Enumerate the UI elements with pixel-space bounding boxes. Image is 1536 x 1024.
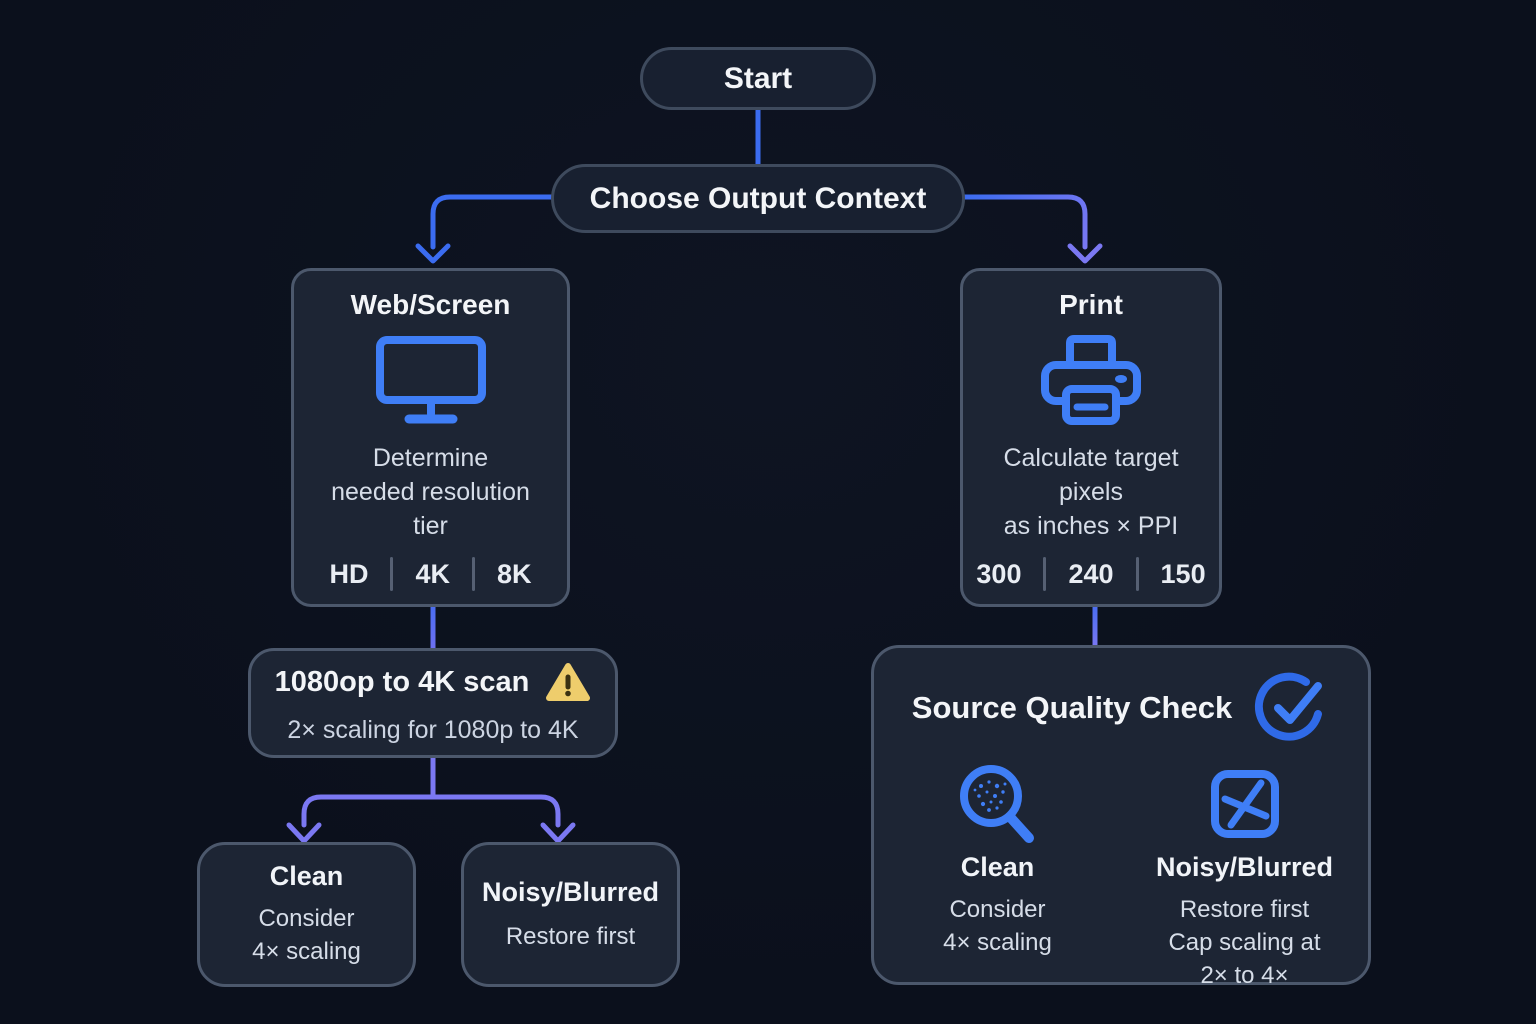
- ppi-300: 300: [976, 558, 1022, 589]
- clean-branch-title: Clean: [269, 861, 344, 891]
- monitor-icon: [375, 329, 487, 433]
- resolution-tier-row: HD 4K 8K: [329, 557, 532, 591]
- web-desc-line: tier: [413, 512, 448, 540]
- sqc-noisy-line: Cap scaling at: [1168, 929, 1321, 956]
- scan-warning-node: 1080op to 4K scan 2× scaling for 1080p t…: [248, 648, 618, 758]
- ppi-240: 240: [1068, 558, 1114, 589]
- clean-branch-line: 4× scaling: [252, 938, 361, 965]
- choose-output-label: Choose Output Context: [589, 181, 927, 215]
- tier-divider: [1043, 557, 1047, 591]
- web-screen-node: Web/Screen Determine needed resolution t…: [291, 268, 570, 607]
- web-desc-line: needed resolution: [331, 478, 530, 506]
- print-desc-line: pixels: [1059, 478, 1123, 506]
- sqc-noisy-column: Noisy/Blurred Restore first Cap scaling …: [1121, 756, 1368, 992]
- sqc-title: Source Quality Check: [911, 690, 1233, 725]
- arrowhead-print: [1067, 243, 1103, 264]
- tier-divider: [1135, 557, 1139, 591]
- tier-hd: HD: [329, 558, 369, 589]
- tier-4k: 4K: [415, 558, 450, 589]
- noisy-branch-node: Noisy/Blurred Restore first: [461, 842, 680, 987]
- arrowhead-clean: [286, 822, 322, 844]
- arrowhead-noisy: [540, 822, 576, 844]
- clean-branch-node: Clean Consider 4× scaling: [197, 842, 416, 987]
- start-node: Start: [640, 47, 876, 110]
- web-screen-title: Web/Screen: [350, 289, 511, 320]
- edge-split-to-noisy: [430, 794, 561, 828]
- check-circle-icon: [1254, 670, 1330, 746]
- print-node: Print Calculate target pixels as inches …: [960, 268, 1222, 607]
- start-label: Start: [723, 61, 793, 95]
- tier-8k: 8K: [497, 558, 532, 589]
- source-quality-check-node: Source Quality Check: [871, 645, 1371, 989]
- printer-icon: [1039, 327, 1143, 435]
- sqc-clean-title: Clean: [960, 852, 1035, 882]
- sqc-noisy-line: 2× to 4×: [1200, 962, 1289, 989]
- tier-divider: [390, 557, 394, 591]
- tier-divider: [472, 557, 475, 591]
- noisy-branch-title: Noisy/Blurred: [481, 876, 660, 907]
- print-desc-line: Calculate target: [1003, 444, 1179, 472]
- edge-choose-to-web: [430, 194, 555, 250]
- print-desc-line: as inches × PPI: [1003, 512, 1179, 540]
- warning-triangle-icon: [545, 662, 591, 704]
- ppi-option-row: 300 240 150: [976, 557, 1206, 591]
- scan-warning-subtitle: 2× scaling for 1080p to 4K: [287, 715, 579, 744]
- clean-branch-line: Consider: [258, 905, 355, 932]
- magnifier-noise-icon: [955, 756, 1041, 852]
- sqc-clean-line: Consider: [949, 896, 1046, 923]
- sqc-noisy-line: Restore first: [1179, 896, 1310, 923]
- crossed-box-icon: [1210, 756, 1280, 852]
- web-desc-line: Determine: [372, 444, 489, 472]
- print-title: Print: [1059, 289, 1123, 320]
- sqc-clean-column: Clean Consider 4× scaling: [874, 756, 1121, 992]
- scan-warning-title: 1080op to 4K scan: [274, 666, 530, 698]
- choose-output-node: Choose Output Context: [551, 164, 965, 233]
- arrowhead-web: [415, 243, 451, 264]
- noisy-branch-line: Restore first: [505, 922, 636, 950]
- edge-choose-to-print: [960, 194, 1088, 250]
- ppi-150: 150: [1160, 558, 1206, 589]
- edge-split-to-clean: [301, 794, 436, 828]
- sqc-clean-line: 4× scaling: [943, 929, 1052, 956]
- sqc-noisy-title: Noisy/Blurred: [1155, 852, 1334, 882]
